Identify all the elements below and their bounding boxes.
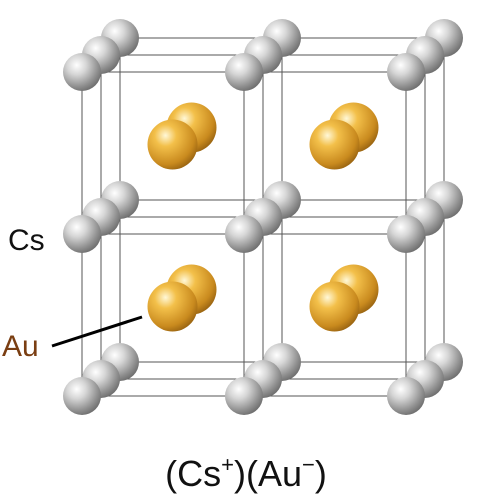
au-atom: [309, 119, 360, 170]
cs-atom: [225, 215, 263, 253]
cs-atom: [387, 53, 425, 91]
formula-cs-charge: +: [221, 452, 234, 477]
atoms: [63, 19, 463, 415]
cs-atom: [63, 377, 101, 415]
au-atom: [147, 281, 198, 332]
cs-atom: [63, 215, 101, 253]
formula: (Cs+)(Au−): [165, 452, 327, 494]
au-atom: [309, 281, 360, 332]
cs-atom: [225, 377, 263, 415]
cs-atom: [225, 53, 263, 91]
cs-atom: [387, 377, 425, 415]
formula-au-charge: −: [302, 452, 315, 477]
cs-atom: [387, 215, 425, 253]
au-label: Au: [2, 330, 39, 363]
au-pointer-line: [51, 315, 143, 348]
cs-atom: [63, 53, 101, 91]
formula-open-cs: (Cs: [165, 453, 221, 494]
formula-mid-au: )(Au: [234, 453, 302, 494]
formula-close: ): [315, 453, 327, 494]
cs-label: Cs: [8, 224, 45, 257]
au-atom: [147, 119, 198, 170]
